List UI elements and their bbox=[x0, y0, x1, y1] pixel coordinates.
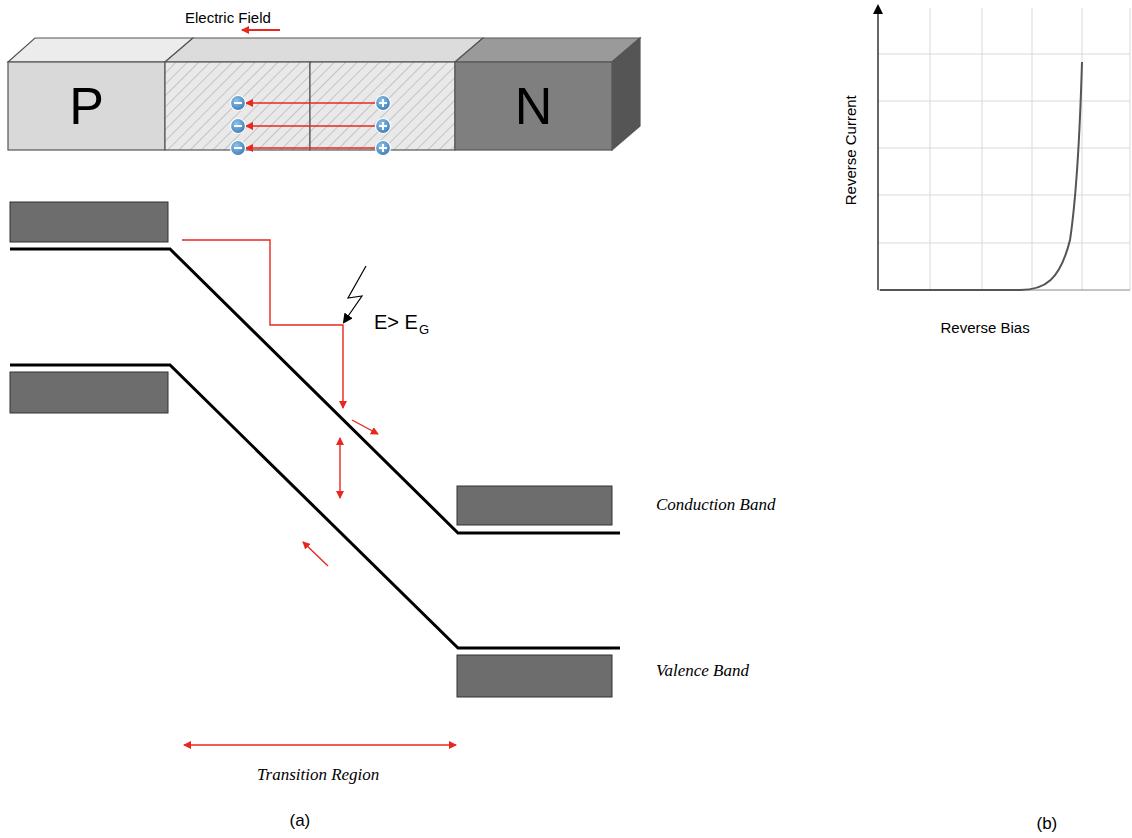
band-label: Conduction Band bbox=[656, 496, 775, 515]
hole-symbol bbox=[376, 96, 391, 111]
sign-stroke bbox=[382, 144, 384, 152]
band-boxes bbox=[10, 202, 612, 697]
band-label: Valence Band bbox=[656, 662, 749, 681]
region-arrow bbox=[184, 744, 456, 746]
field-arrow bbox=[242, 29, 280, 31]
sign-stroke bbox=[234, 147, 242, 149]
field-lines bbox=[246, 103, 376, 148]
hole-arrow bbox=[303, 542, 328, 566]
band-edges bbox=[10, 249, 620, 648]
electron-symbol bbox=[231, 141, 246, 156]
region-label: Transition Region bbox=[257, 766, 379, 785]
axis-title: Reverse Current bbox=[843, 95, 860, 205]
panel-label: (b) bbox=[1037, 815, 1058, 834]
panel-label: (a) bbox=[290, 812, 311, 831]
electron-arrow bbox=[352, 420, 378, 434]
pair-arrow bbox=[339, 438, 340, 498]
chart bbox=[878, 6, 1130, 290]
sign-stroke bbox=[382, 99, 384, 107]
sign-stroke bbox=[234, 125, 242, 127]
semiconductor-block: N bbox=[455, 62, 612, 150]
sign-stroke bbox=[382, 122, 384, 130]
electron-symbol bbox=[231, 119, 246, 134]
electron-symbol bbox=[231, 96, 246, 111]
region-letter: P bbox=[69, 76, 104, 136]
sign-stroke bbox=[234, 102, 242, 104]
hole-symbol bbox=[376, 119, 391, 134]
energy-subscript: G bbox=[419, 323, 429, 337]
charges bbox=[45, 96, 574, 514]
bar-top bbox=[8, 38, 640, 150]
semiconductor-block: P bbox=[8, 62, 165, 150]
bar-front bbox=[8, 62, 612, 150]
hole-symbol bbox=[376, 141, 391, 156]
axis-title: Reverse Bias bbox=[941, 320, 1030, 337]
field-label: Electric Field bbox=[185, 10, 271, 27]
photon-path bbox=[182, 240, 343, 408]
energy-condition: E> E bbox=[374, 311, 418, 333]
region-letter: N bbox=[515, 76, 553, 136]
photon-bolt bbox=[344, 266, 366, 322]
